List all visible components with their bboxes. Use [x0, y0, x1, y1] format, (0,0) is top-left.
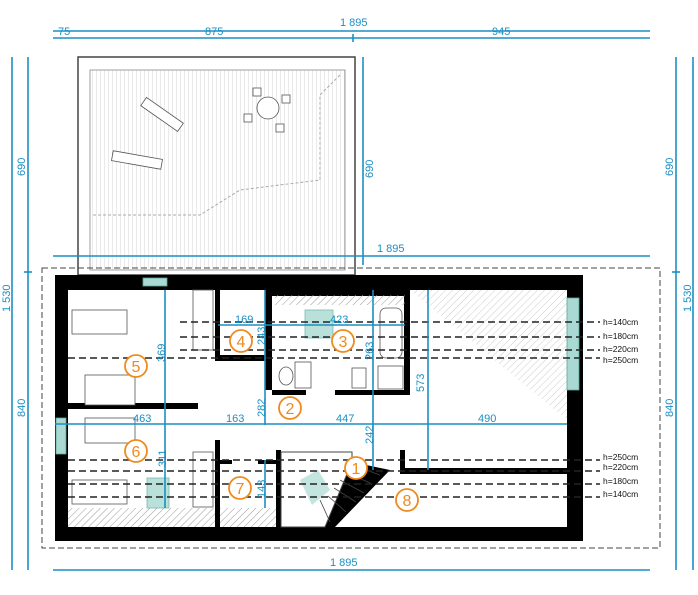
roof-window [304, 309, 334, 339]
roof-window [146, 477, 170, 509]
seg-75-label: 75 [58, 26, 70, 38]
sunbed-icon [111, 96, 184, 170]
room-8: 8 [403, 493, 412, 510]
right-dimensions: 1 530 690 840 [664, 57, 694, 570]
dim-369: 369 [156, 344, 168, 362]
room-5: 5 [132, 359, 141, 376]
height-lines [68, 321, 600, 498]
overall-width-label: 1 895 [340, 17, 368, 29]
mid-width-label: 1 895 [377, 243, 405, 255]
hatched-niche [275, 295, 405, 305]
room-markers: 1 2 3 4 5 6 7 8 [124, 329, 419, 512]
hatched-niche [68, 508, 215, 527]
height-label: h=250cm [603, 355, 638, 365]
roof-outline [41, 267, 661, 549]
height-labels: h=140cm h=180cm h=220cm h=250cm h=250cm … [603, 317, 638, 499]
dim-163: 163 [226, 413, 244, 425]
dim-242: 242 [364, 426, 376, 444]
room-3: 3 [339, 334, 348, 351]
left-690-label: 690 [16, 158, 28, 176]
height-label: h=250cm [603, 452, 638, 462]
height-label: h=220cm [603, 462, 638, 472]
dim-423: 423 [330, 314, 348, 326]
room-7: 7 [236, 481, 245, 498]
height-label: h=180cm [603, 476, 638, 486]
window [142, 277, 168, 287]
room-6: 6 [132, 444, 141, 461]
right-690-label: 690 [664, 158, 676, 176]
dim-463: 463 [133, 413, 151, 425]
right-840-label: 840 [664, 399, 676, 417]
terrace: 690 [77, 56, 376, 276]
table-chairs-icon [243, 87, 291, 133]
dim-282: 282 [256, 399, 268, 417]
window [55, 417, 67, 455]
room-1: 1 [352, 461, 361, 478]
left-840-label: 840 [16, 399, 28, 417]
height-label: h=140cm [603, 489, 638, 499]
interior-dimensions: 169 423 243 282 263 242 573 369 311 463 … [55, 290, 567, 508]
dim-490: 490 [478, 413, 496, 425]
dim-143: 143 [256, 480, 268, 498]
room-4: 4 [237, 334, 246, 351]
right-total-label: 1 530 [682, 284, 694, 312]
dim-447: 447 [336, 413, 354, 425]
dim-311: 311 [157, 449, 169, 467]
height-label: h=140cm [603, 317, 638, 327]
left-dimensions: 1 530 690 840 [1, 57, 32, 570]
room-2: 2 [286, 401, 295, 418]
dim-169: 169 [235, 314, 253, 326]
bottom-width-label: 1 895 [330, 557, 358, 569]
hatched-niche [220, 508, 276, 527]
seg-875-label: 875 [205, 26, 223, 38]
height-label: h=180cm [603, 331, 638, 341]
dim-573: 573 [415, 374, 427, 392]
height-label: h=220cm [603, 344, 638, 354]
left-total-label: 1 530 [1, 284, 13, 312]
dim-243: 243 [256, 327, 268, 345]
seg-945-label: 945 [492, 26, 510, 38]
roof-slope [410, 290, 567, 420]
terrace-690-label: 690 [364, 160, 376, 178]
window [566, 297, 580, 391]
dim-263: 263 [364, 342, 376, 360]
top-dimensions: 1 895 75 875 945 [53, 17, 650, 42]
